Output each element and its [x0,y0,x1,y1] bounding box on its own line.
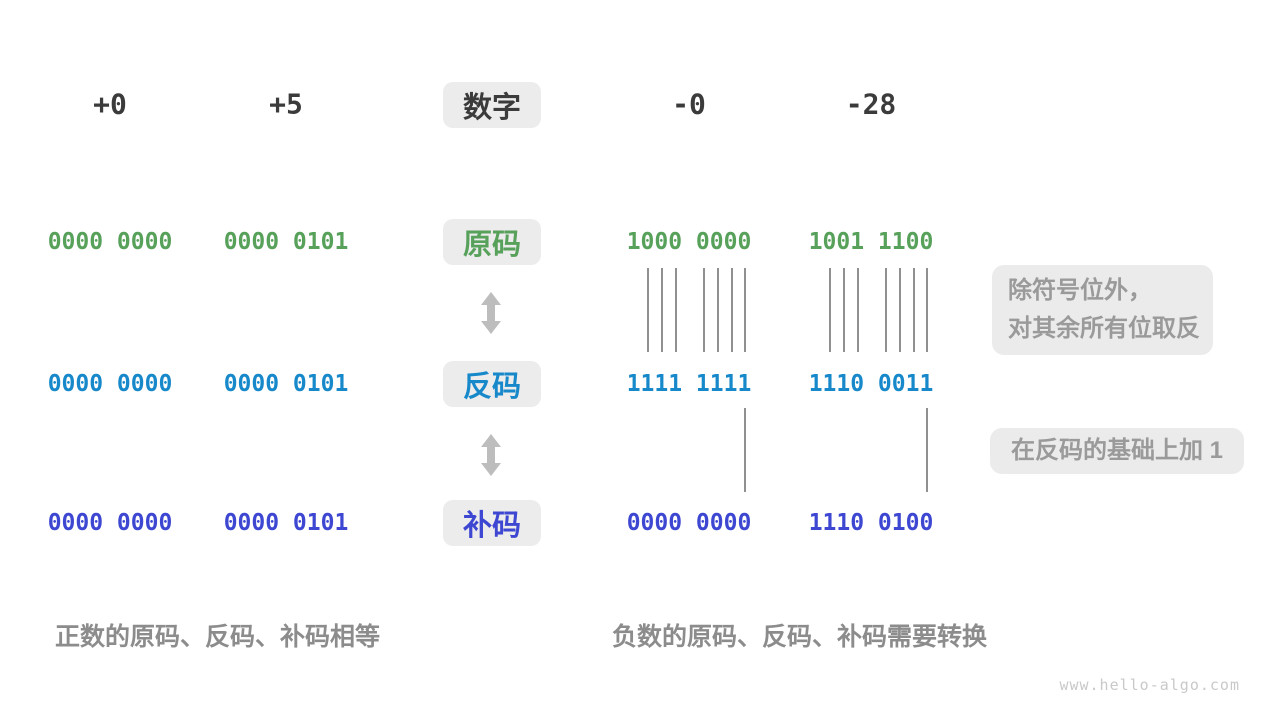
ones-complement-plus0-bits: 0000 0000 [47,371,173,397]
sign-magnitude-plus5-bits: 0000 0101 [223,229,349,255]
website-watermark: www.hello-algo.com [1059,676,1240,694]
up-down-arrow-icon [481,292,501,334]
positive-numbers-caption: 正数的原码、反码、补码相等 [55,623,381,651]
ones-complement-minus0-bits: 1111 1111 [626,371,752,397]
ones-complement-badge-label: 反码 [462,371,521,403]
ones-complement-minus28-bits: 1110 0011 [808,371,934,397]
sign-magnitude-badge: 原码 [443,219,541,265]
invert-bits-note-line2: 对其余所有位取反 [1008,315,1200,342]
add-one-connector-line-minus0 [744,408,746,492]
number-badge: 数字 [443,82,541,128]
ones-complement-badge: 反码 [443,361,541,407]
sign-magnitude-badge-label: 原码 [462,229,521,261]
ones-complement-plus5-bits: 0000 0101 [223,371,349,397]
twos-complement-badge: 补码 [443,500,541,546]
twos-complement-plus5-bits: 0000 0101 [223,510,349,536]
header-label-minus-0: -0 [672,87,706,121]
add-one-note: 在反码的基础上加 1 [990,428,1244,474]
twos-complement-minus0-bits: 0000 0000 [626,510,752,536]
twos-complement-badge-label: 补码 [462,510,521,542]
twos-complement-plus0-bits: 0000 0000 [47,510,173,536]
sign-magnitude-minus28-bits: 1001 1100 [808,229,934,255]
invert-bits-note: 除符号位外， 对其余所有位取反 [992,265,1213,355]
header-label-plus-0: +0 [93,87,127,121]
add-one-connector-line-minus28 [926,408,928,492]
header-label-minus-28: -28 [845,87,897,121]
negative-numbers-caption: 负数的原码、反码、补码需要转换 [612,623,988,651]
up-down-arrow-icon [481,434,501,476]
sign-magnitude-plus0-bits: 0000 0000 [47,229,173,255]
header-label-plus-5: +5 [269,87,303,121]
invert-bits-note-line1: 除符号位外， [1008,277,1152,304]
sign-magnitude-minus0-bits: 1000 0000 [626,229,752,255]
number-badge-label: 数字 [462,92,521,124]
twos-complement-minus28-bits: 1110 0100 [808,510,934,536]
add-one-note-text: 在反码的基础上加 1 [1010,437,1223,464]
